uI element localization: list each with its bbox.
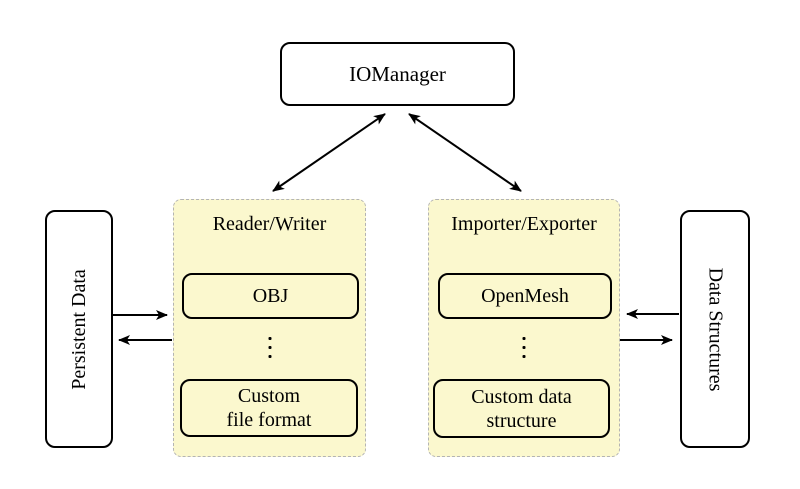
- arrow-iomanager-reader-writer: [272, 113, 386, 192]
- importer-exporter-group: Importer/Exporter OpenMesh Custom data s…: [428, 199, 620, 457]
- persistent-data-box: Persistent Data: [45, 210, 113, 448]
- iomanager-label: IOManager: [349, 61, 446, 86]
- reader-writer-title: Reader/Writer: [212, 213, 327, 235]
- custom-file-format-box: Custom file format: [180, 379, 358, 437]
- openmesh-label: OpenMesh: [481, 285, 569, 307]
- persistent-data-label: Persistent Data: [67, 268, 90, 390]
- data-structures-box: Data Structures: [680, 210, 750, 448]
- iomanager-box: IOManager: [280, 42, 515, 106]
- custom-data-structure-label: Custom data structure: [471, 385, 572, 432]
- custom-data-structure-box: Custom data structure: [433, 379, 610, 438]
- custom-file-format-label: Custom file format: [226, 385, 312, 431]
- reader-writer-group: Reader/Writer OBJ Custom file format: [173, 199, 366, 457]
- obj-label: OBJ: [252, 285, 289, 307]
- importer-exporter-title: Importer/Exporter: [451, 213, 597, 235]
- data-structures-label: Data Structures: [704, 267, 727, 391]
- obj-box: OBJ: [182, 273, 359, 319]
- vertical-ellipsis-icon: [522, 337, 526, 358]
- arrow-iomanager-importer-exporter: [408, 113, 522, 192]
- openmesh-box: OpenMesh: [438, 273, 612, 319]
- vertical-ellipsis-icon: [268, 337, 271, 358]
